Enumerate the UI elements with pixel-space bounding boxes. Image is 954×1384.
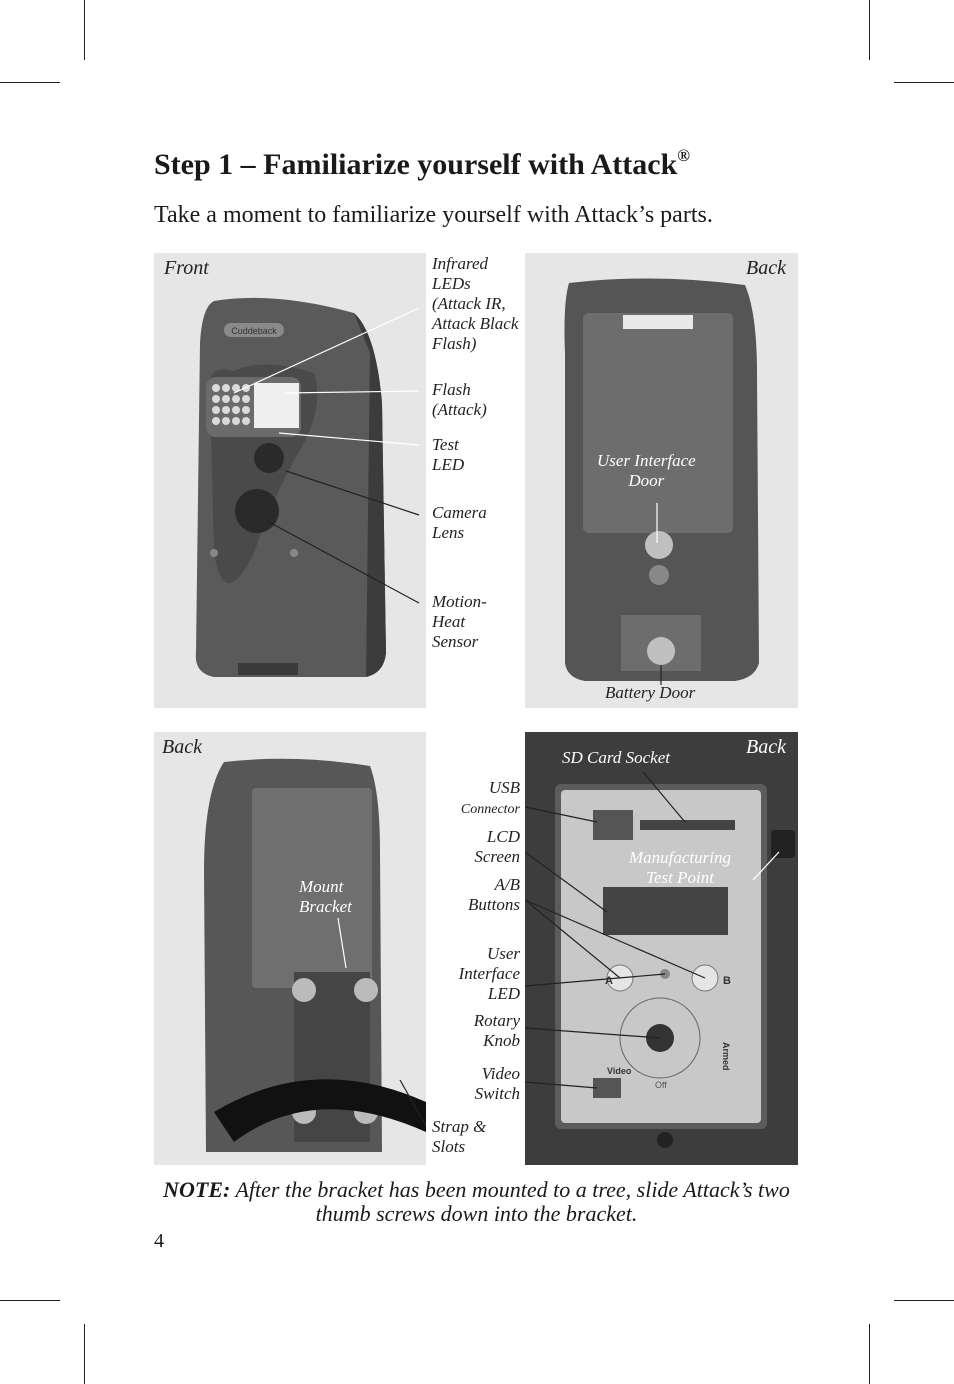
lcd-screen-label: LCD Screen xyxy=(474,827,520,866)
rotary-knob-label: Rotary Knob xyxy=(473,1011,520,1050)
svg-text:A: A xyxy=(605,975,613,987)
page-title: Step 1 – Familiarize yourself with Attac… xyxy=(154,146,690,181)
flash-window xyxy=(254,383,299,428)
svg-text:Video: Video xyxy=(607,1066,632,1076)
motion-heat-sensor-label: Motion- Heat Sensor xyxy=(432,592,487,651)
strap-slots-label: Strap & Slots xyxy=(432,1117,487,1156)
crop-mark xyxy=(894,1300,954,1301)
ab-buttons-label: A/B Buttons xyxy=(468,875,520,914)
front-camera-illustration: Cuddeback xyxy=(195,297,420,677)
back-door-panel: Back User Interface Door Battery Door xyxy=(525,253,798,708)
front-panel: Cuddeback Front xyxy=(154,253,426,708)
mount-bracket-panel: Back Mount Bracket xyxy=(154,732,426,1165)
motion-sensor-shape xyxy=(235,489,279,533)
note-text: NOTE: After the bracket has been mounted… xyxy=(163,1177,790,1226)
intro-text: Take a moment to familiarize yourself wi… xyxy=(154,202,713,228)
video-switch xyxy=(593,1078,621,1098)
back-label: Back xyxy=(746,257,786,279)
crop-mark xyxy=(894,82,954,83)
svg-text:Off: Off xyxy=(655,1080,667,1090)
back-label: Back xyxy=(746,736,786,758)
mount-bracket-label: Mount Bracket xyxy=(299,877,352,916)
user-interface-led-label: User Interface LED xyxy=(458,944,520,1003)
infrared-leds xyxy=(212,384,250,425)
usb-connector xyxy=(593,810,633,840)
camera-lens-shape xyxy=(254,443,284,473)
svg-text:B: B xyxy=(723,975,731,987)
user-interface-door xyxy=(583,313,733,533)
infrared-leds-label: Infrared LEDs (Attack IR, Attack Black F… xyxy=(432,254,519,353)
user-interface-door-label: User Interface Door xyxy=(597,451,696,490)
strap xyxy=(214,1079,426,1142)
front-label: Front xyxy=(164,257,209,279)
sd-card-socket xyxy=(640,820,735,830)
test-led-label: Test LED xyxy=(432,435,465,474)
page-number: 4 xyxy=(154,1230,164,1252)
crop-mark xyxy=(84,0,85,60)
user-interface-panel: A B Armed Off Video Back SD Card Socket … xyxy=(525,732,798,1165)
thumb-screw xyxy=(645,531,673,559)
svg-text:Armed: Armed xyxy=(721,1042,731,1071)
crop-mark xyxy=(869,1324,870,1384)
svg-text:Cuddeback: Cuddeback xyxy=(231,326,277,336)
flash-label: Flash (Attack) xyxy=(432,380,487,419)
manufacturing-test-point xyxy=(771,830,795,858)
user-interface-illustration: A B Armed Off Video xyxy=(525,732,798,1165)
thumb-screw xyxy=(647,637,675,665)
crop-mark xyxy=(869,0,870,60)
crop-mark xyxy=(0,82,60,83)
battery-door-label: Battery Door xyxy=(605,683,696,702)
crop-mark xyxy=(84,1324,85,1384)
camera-lens-label: Camera Lens xyxy=(432,503,487,542)
registered-mark: ® xyxy=(677,146,690,165)
back-label: Back xyxy=(162,736,202,758)
crop-mark xyxy=(0,1300,60,1301)
lcd-screen xyxy=(603,887,728,935)
mount-bracket-illustration xyxy=(204,758,426,1152)
back-door-illustration xyxy=(564,278,759,685)
sd-card-socket-label: SD Card Socket xyxy=(562,748,670,767)
video-switch-label: Video Switch xyxy=(474,1064,520,1103)
brand-badge xyxy=(224,323,284,337)
manufacturing-test-point-label: Manufacturing Test Point xyxy=(629,848,731,887)
